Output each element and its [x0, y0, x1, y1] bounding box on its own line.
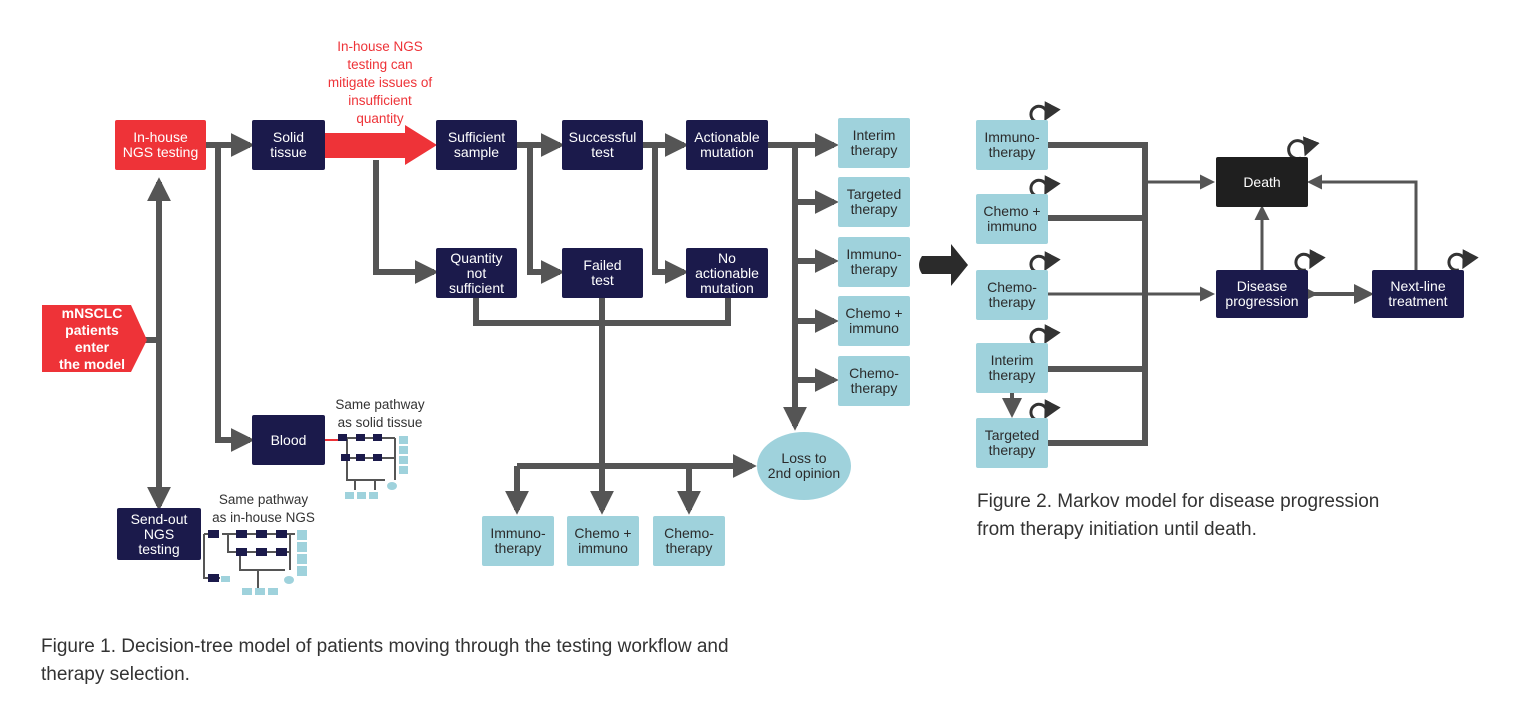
markov-targeted-node: Targeted therapy	[976, 418, 1048, 468]
markov-chemo-node: Chemo- therapy	[976, 270, 1048, 320]
therapy-chemoimmuno-node: Chemo + immuno	[838, 296, 910, 346]
death-node: Death	[1216, 157, 1308, 207]
therapy-chemo-node: Chemo- therapy	[838, 356, 910, 406]
mini-pathway-solid	[325, 434, 408, 499]
between-figures-arrow	[919, 244, 968, 286]
sufficient-sample-node: Sufficient sample	[436, 120, 517, 170]
solid-tissue-node: Solid tissue	[252, 120, 325, 170]
loop-death	[1287, 136, 1320, 161]
red-annotation: In-house NGS testing can mitigate issues…	[327, 39, 433, 126]
no-actionable-mutation-node: No actionable mutation	[686, 248, 768, 298]
inhouse-ngs-node: In-house NGS testing	[115, 120, 206, 170]
mini-pathway-inhouse	[203, 530, 307, 595]
sendout-ngs-node: Send-out NGS testing	[117, 508, 201, 560]
therapy-interim-node: Interim therapy	[838, 118, 910, 168]
successful-test-node: Successful test	[562, 120, 643, 170]
figure1-caption: Figure 1. Decision-tree model of patient…	[41, 636, 729, 685]
inhouse-to-blood	[215, 145, 255, 452]
therapy-immuno-node: Immuno- therapy	[838, 237, 910, 287]
quantity-not-sufficient-node: Quantity not sufficient	[436, 248, 517, 298]
same-pathway-solid-note: Same pathway as solid tissue	[335, 397, 425, 430]
figure2-caption: Figure 2. Markov model for disease progr…	[977, 491, 1380, 540]
loss-to-second-opinion-node: Loss to 2nd opinion	[757, 432, 851, 500]
successful-to-noactionable	[652, 145, 689, 284]
same-pathway-inhouse-note: Same pathway as in-house NGS	[212, 492, 315, 525]
markov-interim-node: Interim therapy	[976, 343, 1048, 393]
red-mitigation-arrow	[325, 125, 437, 165]
blood-node: Blood	[252, 415, 325, 465]
entry-shape	[42, 305, 147, 372]
actionable-mutation-node: Actionable mutation	[686, 120, 768, 170]
sufficient-to-failed	[527, 145, 565, 284]
loop-progression	[1294, 249, 1326, 272]
disease-progression-node: Disease progression	[1216, 270, 1308, 318]
bottom-therapy-chemo-node: Chemo- therapy	[653, 516, 725, 566]
entry-label: mNSCLC patients enter the model	[58, 304, 126, 372]
next-line-treatment-node: Next-line treatment	[1372, 270, 1464, 318]
failed-test-node: Failed test	[562, 248, 643, 298]
bottom-therapy-immuno-node: Immuno- therapy	[482, 516, 554, 566]
therapy-targeted-node: Targeted therapy	[838, 177, 910, 227]
loop-nextline	[1447, 249, 1479, 272]
markov-chemoimmuno-node: Chemo + immuno	[976, 194, 1048, 244]
solid-to-quantity	[373, 160, 439, 284]
markov-immuno-node: Immuno- therapy	[976, 120, 1048, 170]
bottom-therapy-chemoimmuno-node: Chemo + immuno	[567, 516, 639, 566]
nextline-to-death	[1307, 174, 1418, 270]
